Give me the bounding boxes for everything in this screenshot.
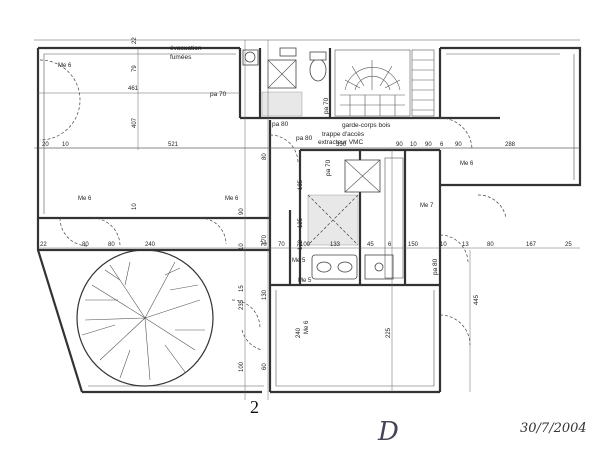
me-tag: Me 6 bbox=[460, 161, 474, 167]
dim-label: 70 bbox=[278, 242, 285, 248]
door-swings bbox=[39, 59, 507, 351]
dim-label: 13 bbox=[462, 242, 469, 248]
dimension-lines bbox=[38, 40, 580, 400]
dim-label: 225 bbox=[386, 327, 392, 338]
pass-opening: pa 80 bbox=[272, 121, 289, 128]
dim-label: 10 bbox=[440, 242, 447, 248]
dim-label: 521 bbox=[168, 142, 179, 148]
date-annotation: 30/7/2004 bbox=[520, 421, 587, 436]
dim-label: 330 bbox=[336, 142, 347, 148]
dim-label: 22 bbox=[40, 242, 47, 248]
dim-label: 45 bbox=[367, 242, 374, 248]
dim-label: 80 bbox=[108, 242, 115, 248]
dim-label: 10 bbox=[62, 142, 69, 148]
dim-label: 170 bbox=[262, 234, 268, 245]
garde-corps-label: garde-corps bois bbox=[342, 122, 391, 129]
storage-shelves bbox=[411, 49, 435, 117]
dim-label: 133 bbox=[330, 242, 341, 248]
dim-label: 10 bbox=[410, 142, 417, 148]
dim-label: 90 bbox=[425, 142, 432, 148]
dim-label: 240 bbox=[296, 327, 302, 338]
dim-label: 6 bbox=[440, 142, 444, 148]
dim-label: 407 bbox=[132, 117, 138, 128]
spiral-staircase bbox=[334, 49, 411, 117]
dim-label: 80 bbox=[82, 242, 89, 248]
pass-opening: pa 80 bbox=[432, 258, 439, 275]
pass-opening: pa 70 bbox=[323, 97, 330, 114]
evacuation-label: évacuation bbox=[170, 45, 202, 52]
dim-label: 70 bbox=[260, 242, 267, 248]
me-tag: Me 6 bbox=[225, 196, 239, 202]
pass-opening: pa 80 bbox=[296, 135, 313, 142]
dim-label: 6 bbox=[388, 242, 392, 248]
pass-opening: pa 70 bbox=[210, 91, 227, 98]
dim-label: 130 bbox=[262, 289, 268, 300]
bathroom-fixtures-middle bbox=[307, 157, 404, 280]
dim-label: 100 bbox=[239, 361, 245, 372]
dim-label: 90 bbox=[396, 142, 403, 148]
vertical-dimension-labels: 22 79 407 10 90 170 10 135 225 445 15 23… bbox=[132, 37, 480, 372]
interior-walls bbox=[38, 48, 440, 287]
dim-label: 25 bbox=[565, 242, 572, 248]
dim-label: 170 bbox=[298, 239, 304, 250]
wall-inner-lines bbox=[43, 53, 575, 387]
signature-mark: D bbox=[377, 417, 399, 447]
dim-label: 125 bbox=[298, 217, 304, 228]
me-tag: Me 5 bbox=[292, 258, 306, 264]
me-tag: Me 6 bbox=[78, 196, 92, 202]
bathroom-fixtures-top bbox=[242, 47, 327, 117]
section-marker: 2 bbox=[250, 397, 259, 417]
me-tag: Me 6 bbox=[304, 320, 310, 334]
dim-label: 90 bbox=[455, 142, 462, 148]
me-tag: Me 5 bbox=[298, 278, 312, 284]
dim-label: 135 bbox=[298, 179, 304, 190]
tree-symbol bbox=[76, 249, 214, 387]
dim-label: 235 bbox=[239, 299, 245, 310]
trappe-label: trappe d'accès bbox=[322, 131, 365, 138]
dim-label: 10 bbox=[132, 203, 138, 210]
dim-label: 80 bbox=[262, 153, 268, 160]
me-tag: Me 7 bbox=[420, 203, 434, 209]
me-tag: Me 6 bbox=[58, 63, 72, 69]
dim-label: 10 bbox=[239, 243, 245, 250]
dim-label: 22 bbox=[132, 37, 138, 44]
dim-label: 15 bbox=[239, 285, 245, 292]
dim-label: 20 bbox=[42, 142, 49, 148]
extracteur-label: extracteur VMC bbox=[318, 139, 363, 146]
pass-opening: pa 70 bbox=[325, 159, 332, 176]
dim-label: 167 bbox=[526, 242, 537, 248]
dim-label: 90 bbox=[239, 208, 245, 215]
dim-label: 100 bbox=[300, 242, 311, 248]
dim-label: 461 bbox=[128, 86, 139, 92]
dim-label: 60 bbox=[262, 363, 268, 370]
dim-label: 445 bbox=[474, 294, 480, 305]
dim-label: 150 bbox=[408, 242, 419, 248]
dim-label: 288 bbox=[505, 142, 516, 148]
dim-label: 80 bbox=[487, 242, 494, 248]
dim-label: 240 bbox=[145, 242, 156, 248]
dim-label: 79 bbox=[132, 65, 138, 72]
fumees-label: fumées bbox=[170, 54, 192, 61]
horizontal-dimension-labels: 461 521 330 288 240 133 45 6 150 10 13 8… bbox=[40, 86, 572, 248]
